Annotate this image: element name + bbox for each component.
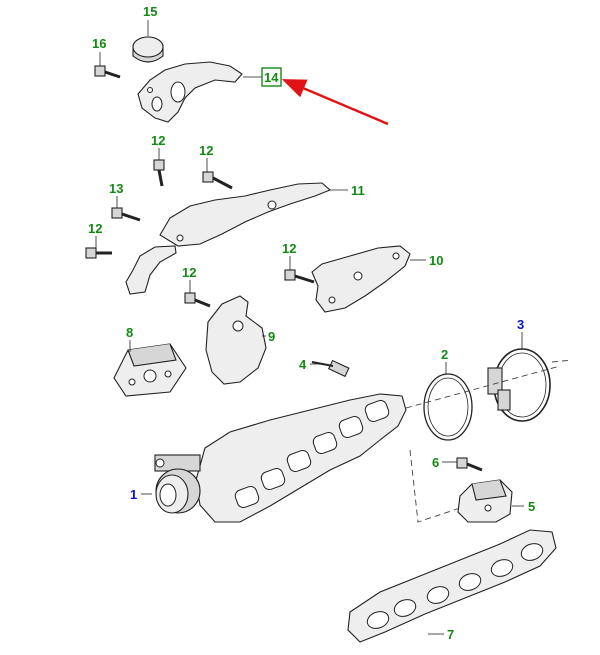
part-12-bolt-e	[184, 292, 211, 308]
callout-12e: 12	[182, 265, 196, 280]
part-1-manifold-turbo	[154, 393, 407, 523]
callout-2: 2	[441, 347, 448, 362]
centerline-exhaust	[405, 365, 561, 409]
part-12-bolt-c	[85, 247, 112, 259]
callout-5: 5	[528, 499, 535, 514]
callout-3: 3	[517, 317, 524, 332]
callout-7: 7	[447, 627, 454, 642]
part-13-bolt	[111, 207, 141, 222]
part-6-bolt	[456, 457, 483, 472]
callout-6: 6	[432, 455, 439, 470]
callout-8: 8	[126, 325, 133, 340]
centerline-1	[409, 449, 461, 523]
callout-15: 15	[143, 4, 157, 19]
part-12-bolt-d	[284, 269, 315, 284]
part-10-heat-shield	[311, 245, 411, 313]
callout-12a: 12	[151, 133, 165, 148]
callout-14: 14	[264, 70, 279, 85]
callout-11: 11	[351, 183, 365, 198]
part-7-gasket	[347, 529, 557, 643]
callout-labels: 15 16 14 12 12 13 11 12 12 12 10 8 9 3 4…	[88, 4, 535, 642]
callout-1: 1	[130, 487, 137, 502]
part-4-sensor	[311, 359, 350, 378]
part-15-cap	[132, 36, 164, 63]
callout-13: 13	[109, 181, 123, 196]
centerline-3	[551, 359, 573, 363]
part-12-bolt-a	[153, 159, 165, 187]
callout-9: 9	[268, 329, 275, 344]
part-14-heat-shield	[137, 61, 243, 123]
gasket-ports	[366, 543, 544, 629]
part-16-bolt	[94, 65, 121, 79]
callout-12b: 12	[199, 143, 213, 158]
part-2-gasket	[423, 373, 473, 441]
callout-12d: 12	[282, 241, 296, 256]
part-3-clamp	[487, 348, 551, 422]
callout-12c: 12	[88, 221, 102, 236]
part-11-heat-shield	[125, 182, 332, 295]
part-14-highlight-box	[261, 67, 282, 87]
part-9-turbo-shield	[205, 295, 267, 385]
manifold-ports	[234, 399, 390, 509]
part-12-bolt-b	[202, 171, 233, 190]
callout-16: 16	[92, 36, 106, 51]
callout-4: 4	[299, 357, 307, 372]
part-5-bracket	[457, 479, 513, 523]
pointer-arrow	[281, 78, 389, 126]
part-8-bracket	[113, 343, 187, 397]
callout-10: 10	[429, 253, 443, 268]
